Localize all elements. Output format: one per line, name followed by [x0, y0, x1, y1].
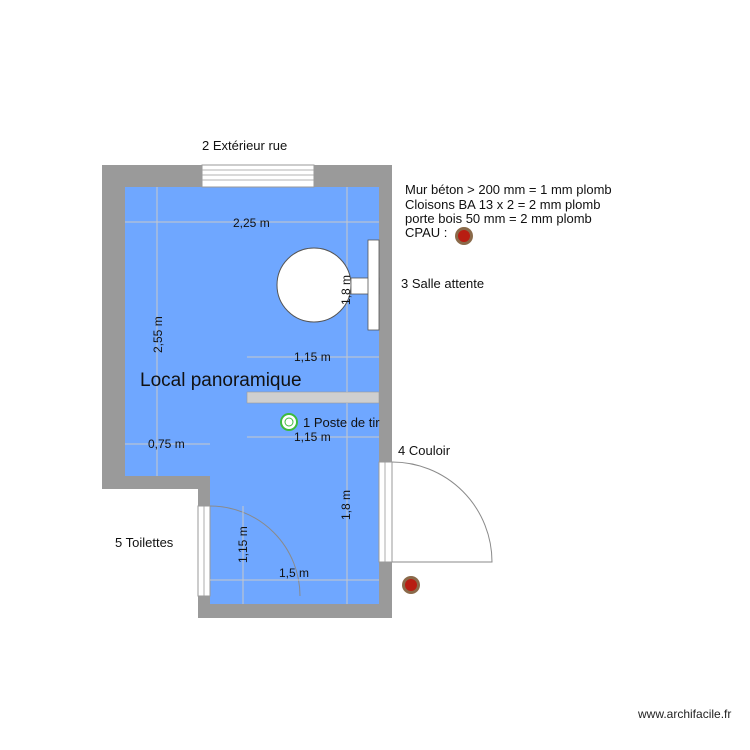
dim-bottom-width: 1,5 m — [279, 566, 309, 580]
cpau-marker-legend — [455, 227, 473, 245]
dim-left-height: 2,55 m — [151, 316, 165, 353]
partition-wall — [246, 391, 380, 404]
label-toilets: 5 Toilettes — [115, 535, 174, 550]
cpau-marker-plan — [402, 576, 420, 594]
label-corridor: 4 Couloir — [398, 443, 451, 458]
watermark: www.archifacile.fr — [637, 707, 731, 721]
window-top — [201, 164, 315, 188]
legend-line-3: porte bois 50 mm = 2 mm plomb — [405, 211, 592, 226]
room-name: Local panoramique — [140, 370, 302, 391]
dim-top-width: 2,25 m — [233, 216, 270, 230]
legend: Mur béton > 200 mm = 1 mm plomb Cloisons… — [405, 182, 612, 240]
dim-right-lower-height: 1,8 m — [339, 490, 353, 520]
dim-bottom-left-height: 1,15 m — [236, 526, 250, 563]
dim-lower-left-width: 0,75 m — [148, 437, 185, 451]
label-shooting-post: 1 Poste de tir — [303, 415, 380, 430]
label-waiting-room: 3 Salle attente — [401, 276, 484, 291]
toilet-door-swing — [209, 505, 301, 597]
label-exterior: 2 Extérieur rue — [202, 138, 287, 153]
legend-line-2: Cloisons BA 13 x 2 = 2 mm plomb — [405, 197, 600, 212]
dim-partition-upper: 1,15 m — [294, 350, 331, 364]
window-left-lower — [197, 505, 211, 597]
dim-partition-lower: 1,15 m — [294, 430, 331, 444]
legend-line-4: CPAU : — [405, 225, 447, 240]
legend-line-1: Mur béton > 200 mm = 1 mm plomb — [405, 182, 612, 197]
shooting-post-marker — [280, 413, 298, 431]
dim-circle-side: 1,8 m — [339, 275, 353, 305]
corridor-door[interactable] — [378, 461, 493, 563]
panoramic-unit — [276, 239, 380, 331]
